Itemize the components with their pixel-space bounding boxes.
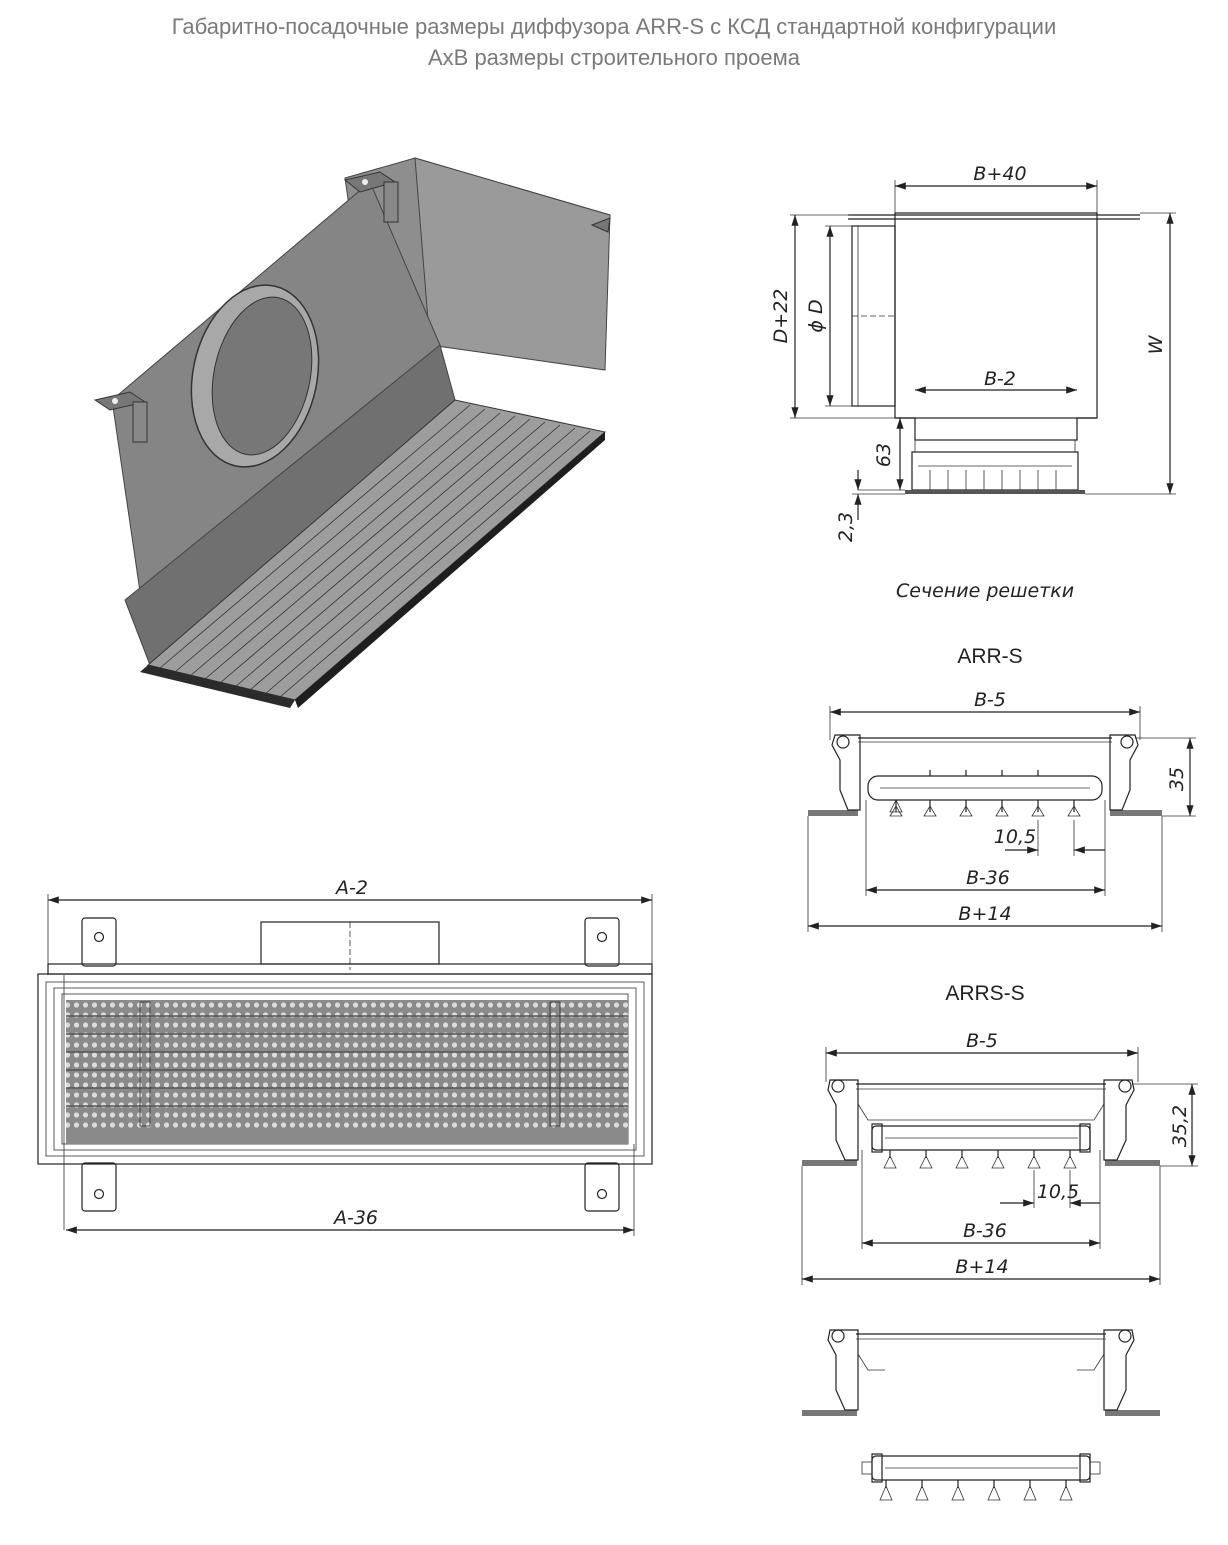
- arrs-s-dim-b-plus-14: B+14: [955, 1256, 1008, 1278]
- arrs-s-label: ARRS-S: [945, 982, 1024, 1005]
- dim-a-minus-2: A-2: [334, 877, 368, 899]
- section-caption: Сечение решетки: [896, 580, 1074, 602]
- arrs-s-dim-10-5: 10,5: [1037, 1181, 1079, 1203]
- page-title-line-2: АхВ размеры строительного проема: [427, 45, 800, 70]
- arr-s-dim-b-minus-36: B-36: [966, 867, 1010, 889]
- isometric-view: [93, 157, 612, 708]
- dim-b-plus-40: B+40: [973, 163, 1026, 185]
- front-view: A-2 A-36: [37, 877, 653, 1236]
- arrs-s-section: ARRS-S B-5 35,2: [801, 982, 1198, 1285]
- dim-a-minus-36: A-36: [332, 1207, 378, 1229]
- arr-s-dim-b-minus-5: B-5: [974, 689, 1006, 711]
- dim-w: W: [1145, 334, 1167, 354]
- arr-s-label: ARR-S: [957, 645, 1022, 668]
- arrs-s-dim-b-minus-36: B-36: [963, 1220, 1007, 1242]
- side-view: B+40 B-2 D+22 ϕ D W 63 2,3 Сечение решет…: [770, 163, 1176, 602]
- dim-diameter-d: ϕ D: [805, 299, 827, 332]
- arrs-s-dim-35-2: 35,2: [1169, 1105, 1191, 1147]
- arr-s-dim-10-5: 10,5: [994, 826, 1036, 848]
- arr-s-dim-b-plus-14: B+14: [958, 903, 1011, 925]
- dim-d-plus-22: D+22: [770, 289, 792, 344]
- exploded-tube: [861, 1453, 1101, 1501]
- dim-63: 63: [873, 443, 895, 467]
- arr-s-dim-35: 35: [1166, 767, 1188, 791]
- page-title-line-1: Габаритно-посадочные размеры диффузора A…: [171, 14, 1057, 39]
- arrs-s-dim-b-minus-5: B-5: [966, 1030, 998, 1052]
- exploded-frame: [802, 1329, 1160, 1416]
- arr-s-section: ARR-S B-5: [807, 645, 1196, 932]
- dim-2-3: 2,3: [835, 512, 857, 542]
- dim-b-minus-2: B-2: [984, 368, 1016, 390]
